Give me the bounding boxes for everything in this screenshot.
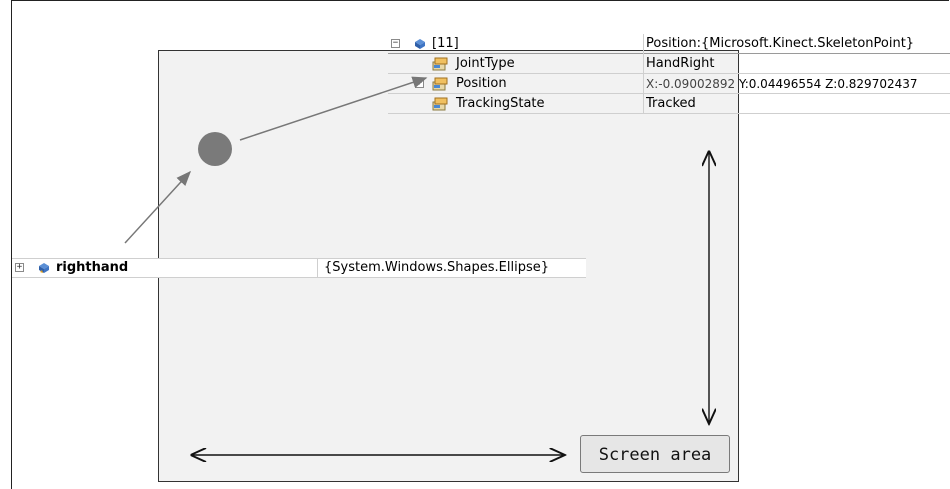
expand-icon[interactable]: + (415, 78, 424, 88)
trackingstate-value: Tracked (646, 96, 696, 111)
property-icon (432, 57, 448, 71)
jointtype-row[interactable]: JointType HandRight (388, 54, 950, 74)
hand-cursor-ball (198, 132, 232, 166)
jointtype-label: JointType (456, 56, 515, 71)
joint-property-grid: − [11] Position:{Microsoft.Kinect.Skelet… (388, 34, 950, 114)
jointtype-name-cell: JointType (388, 54, 644, 74)
property-icon (432, 97, 448, 111)
blue-cube-icon (39, 263, 49, 273)
joint-header-value: Position:{Microsoft.Kinect.SkeletonPoint… (646, 36, 915, 51)
collapse-icon[interactable]: − (391, 38, 400, 48)
jointtype-value: HandRight (646, 56, 715, 71)
trackingstate-name-cell: TrackingState (388, 94, 644, 114)
position-yz-value: Y:0.04496554 Z:0.829702437 (738, 77, 918, 91)
joint-header-name-cell: − [11] (388, 34, 644, 54)
position-x-value: X:-0.09002892 (646, 77, 736, 91)
joint-header-row[interactable]: − [11] Position:{Microsoft.Kinect.Skelet… (388, 34, 950, 54)
position-label: Position (456, 76, 507, 91)
righthand-row[interactable]: + righthand {System.Windows.Shapes.Ellip… (12, 258, 586, 278)
blue-cube-icon (415, 39, 425, 49)
expand-icon[interactable]: + (15, 262, 24, 272)
outer-frame (11, 0, 949, 489)
position-row[interactable]: + Position X:-0.09002892 Y:0.04496554 Z:… (388, 74, 950, 94)
position-name-cell: + Position (388, 74, 644, 94)
trackingstate-row[interactable]: TrackingState Tracked (388, 94, 950, 114)
righthand-divider (317, 259, 318, 277)
righthand-value: {System.Windows.Shapes.Ellipse} (324, 260, 549, 275)
screen-area-button[interactable]: Screen area (580, 435, 730, 473)
property-icon (432, 77, 448, 91)
trackingstate-label: TrackingState (456, 96, 545, 111)
righthand-label: righthand (56, 260, 129, 275)
position-value: X:-0.09002892 Y:0.04496554 Z:0.829702437 (646, 74, 950, 94)
joint-index-label: [11] (432, 36, 459, 51)
